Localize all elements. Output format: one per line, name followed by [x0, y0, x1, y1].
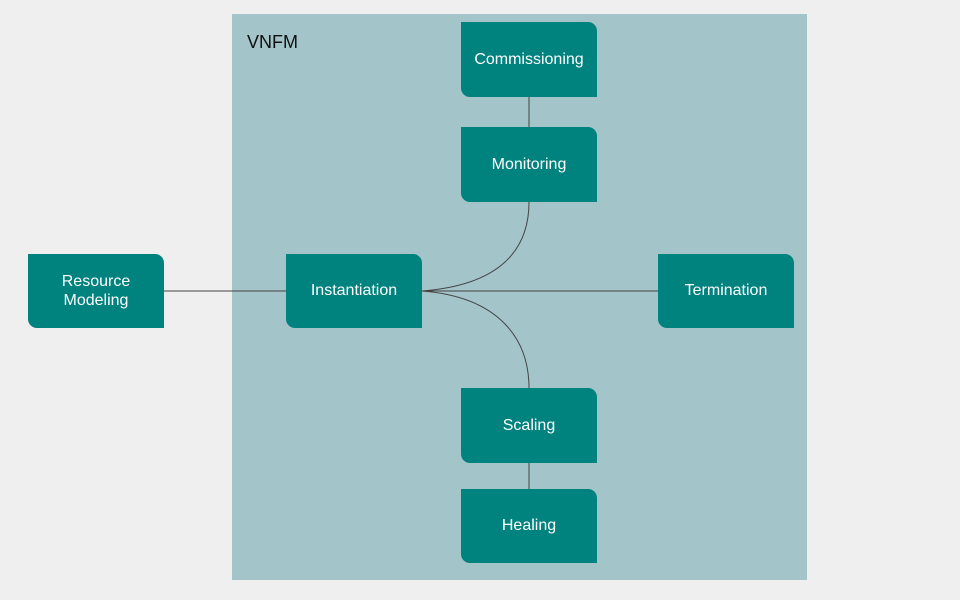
vnfm-title: VNFM: [247, 32, 298, 52]
node-scaling[interactable]: Scaling: [461, 388, 597, 463]
node-termination[interactable]: Termination: [658, 254, 794, 328]
node-monitoring[interactable]: Monitoring: [461, 127, 597, 202]
connector-instantiation-scaling: [421, 290, 530, 389]
connector-instantiation-monitoring: [421, 201, 530, 292]
node-commissioning[interactable]: Commissioning: [461, 22, 597, 97]
node-healing[interactable]: Healing: [461, 489, 597, 563]
node-instantiation[interactable]: Instantiation: [286, 254, 422, 328]
node-resource-modeling[interactable]: Resource Modeling: [28, 254, 164, 328]
